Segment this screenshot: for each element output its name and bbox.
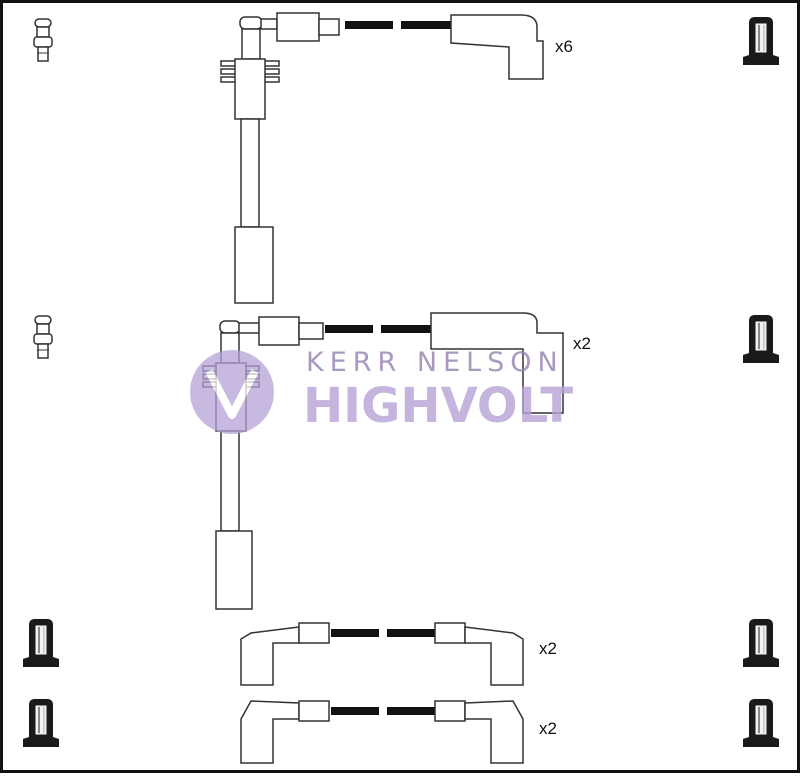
coil-boot-icon [742, 618, 780, 668]
lead-set-1 [220, 12, 544, 304]
spark-plug-terminal-icon [33, 315, 53, 359]
coil-boot-icon [742, 16, 780, 66]
coil-boot-icon [22, 698, 60, 748]
lead-set-3 [240, 622, 524, 686]
coil-boot-icon [22, 618, 60, 668]
lead-drawings [22, 12, 780, 764]
spark-plug-terminal-icon [33, 18, 53, 62]
lead-set-4 [240, 700, 524, 764]
highvolt-logo-icon [190, 350, 274, 434]
coil-boot-icon [742, 698, 780, 748]
quantity-label-set-3: x2 [539, 639, 557, 658]
watermark-brand-line: KERR NELSON [306, 347, 564, 378]
quantity-label-set-4: x2 [539, 719, 557, 738]
coil-boot-icon [742, 314, 780, 364]
quantity-label-set-2: x2 [573, 334, 591, 353]
watermark-product-line: HIGHVOLT [303, 378, 574, 434]
quantity-label-set-1: x6 [555, 37, 573, 56]
